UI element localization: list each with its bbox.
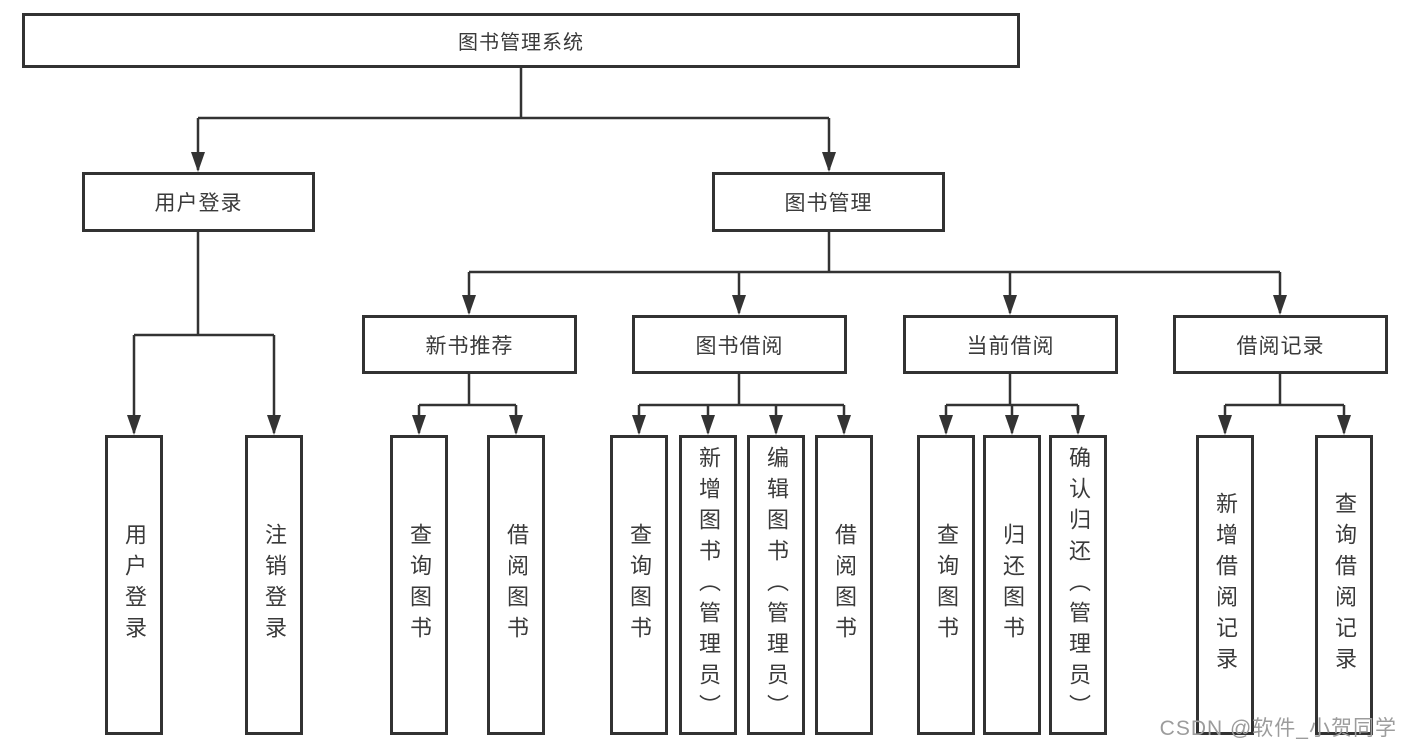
leaf-confirm-return-admin: 确认归还（管理员） [1049,435,1107,735]
leaf-borrow-book-borrow-label: 借阅图书 [832,523,857,647]
leaf-add-borrow-record-label: 新增借阅记录 [1213,492,1238,678]
leaf-return-book-label: 归还图书 [1000,523,1025,647]
node-borrow-records: 借阅记录 [1173,315,1388,374]
leaf-add-borrow-record: 新增借阅记录 [1196,435,1254,735]
leaf-query-book-current-label: 查询图书 [934,523,959,647]
node-new-book-recommend: 新书推荐 [362,315,577,374]
node-library-system: 图书管理系统 [22,13,1020,68]
leaf-return-book: 归还图书 [983,435,1041,735]
leaf-query-book-borrow-label: 查询图书 [627,523,652,647]
leaf-edit-book-admin: 编辑图书（管理员） [747,435,805,735]
node-book-management: 图书管理 [712,172,945,232]
node-book-borrow: 图书借阅 [632,315,847,374]
leaf-query-borrow-record-label: 查询借阅记录 [1332,492,1357,678]
node-user-login: 用户登录 [82,172,315,232]
leaf-borrow-book-recommend: 借阅图书 [487,435,545,735]
leaf-borrow-book-recommend-label: 借阅图书 [504,523,529,647]
leaf-borrow-book-borrow: 借阅图书 [815,435,873,735]
leaf-logout: 注销登录 [245,435,303,735]
leaf-add-book-admin: 新增图书（管理员） [679,435,737,735]
leaf-query-book-borrow: 查询图书 [610,435,668,735]
leaf-query-book-recommend-label: 查询图书 [407,523,432,647]
node-current-borrow: 当前借阅 [903,315,1118,374]
leaf-query-book-recommend: 查询图书 [390,435,448,735]
leaf-add-book-admin-label: 新增图书（管理员） [696,445,721,725]
leaf-logout-label: 注销登录 [262,523,287,647]
arrowheads [127,152,1351,435]
leaf-confirm-return-admin-label: 确认归还（管理员） [1066,445,1091,725]
leaf-query-borrow-record: 查询借阅记录 [1315,435,1373,735]
leaf-query-book-current: 查询图书 [917,435,975,735]
leaf-user-login: 用户登录 [105,435,163,735]
leaf-edit-book-admin-label: 编辑图书（管理员） [764,445,789,725]
leaf-user-login-label: 用户登录 [122,523,147,647]
